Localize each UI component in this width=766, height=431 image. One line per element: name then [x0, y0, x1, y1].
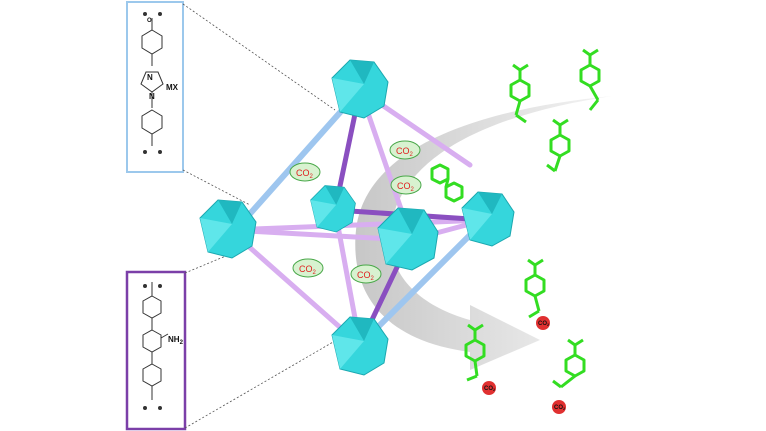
- cluster-bottom: [331, 316, 389, 376]
- ligand: [579, 48, 601, 111]
- svg-text:CO2: CO2: [299, 264, 317, 276]
- process-arrow: [355, 96, 612, 370]
- cluster-center: [310, 185, 356, 233]
- framework-linkers: [227, 87, 488, 348]
- top-linker-box: N N MX O: [126, 1, 184, 173]
- adduct-ligand: CO2: [524, 258, 550, 330]
- bottom-linker-box: NH2: [125, 270, 187, 431]
- cluster-right: [461, 191, 515, 247]
- co2-bubble: CO2: [289, 162, 321, 182]
- mx-substituent-label: MX: [166, 83, 179, 92]
- imidazolium-n2-label: N: [149, 92, 155, 101]
- co2-bubble: CO2: [389, 140, 421, 160]
- bottom-linker-structure: [142, 282, 169, 410]
- co2-bubble: CO2: [350, 264, 382, 284]
- adduct-ligand: CO2: [552, 338, 586, 414]
- co2-bubbles: CO2 CO2 CO2 CO2 CO2: [289, 140, 422, 284]
- ligand: [509, 63, 531, 124]
- nh2-substituent-label: NH2: [168, 335, 184, 346]
- ligand: [546, 118, 571, 173]
- svg-text:CO2: CO2: [538, 321, 550, 327]
- svg-text:CO2: CO2: [484, 386, 496, 392]
- cluster-right-front: [377, 207, 439, 271]
- co2-adduct-ligands: CO2 CO2 CO2: [464, 258, 586, 414]
- svg-text:CO2: CO2: [396, 146, 414, 158]
- adduct-ligand: CO2: [464, 323, 496, 395]
- svg-text:CO2: CO2: [554, 405, 566, 411]
- co2-bubble: CO2: [292, 258, 324, 278]
- svg-text:CO2: CO2: [357, 270, 375, 282]
- top-carboxylate-o-label: O: [147, 18, 152, 24]
- imidazolium-n1-label: N: [147, 73, 153, 82]
- leader-lines: [182, 3, 341, 429]
- svg-text:CO2: CO2: [296, 168, 314, 180]
- cluster-left: [199, 199, 257, 259]
- top-linker-structure: [140, 12, 164, 154]
- ligand-in-framework: [430, 163, 464, 203]
- svg-text:CO2: CO2: [397, 181, 415, 193]
- free-ligands: [430, 48, 601, 203]
- co2-bubble: CO2: [390, 175, 422, 195]
- cluster-top: [331, 59, 389, 119]
- metal-clusters: [199, 59, 515, 376]
